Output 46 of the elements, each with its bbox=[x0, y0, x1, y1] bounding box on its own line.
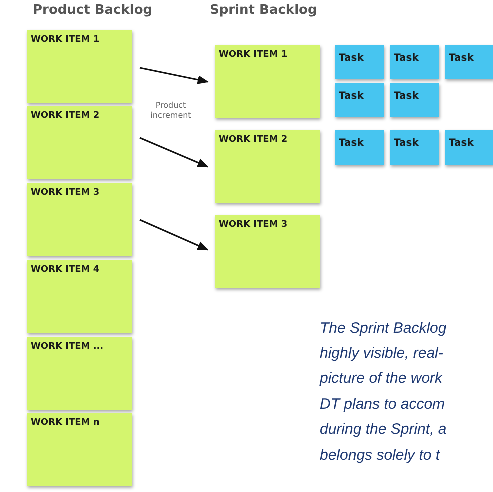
work-item-label: WORK ITEM 4 bbox=[31, 265, 100, 275]
work-item-note bbox=[215, 45, 320, 118]
work-item-note bbox=[215, 215, 320, 288]
task-note bbox=[390, 83, 439, 117]
task-note bbox=[335, 45, 384, 79]
task-label: Task bbox=[394, 53, 419, 64]
note-text: highly visible, real- bbox=[320, 345, 444, 362]
annotation-text: Product increment bbox=[150, 101, 192, 120]
task-note bbox=[445, 45, 493, 79]
column-heading: Sprint Backlog bbox=[210, 3, 318, 18]
work-item-note bbox=[27, 413, 132, 486]
task-label: Task bbox=[449, 138, 474, 149]
arrow bbox=[140, 219, 210, 251]
work-item-label: WORK ITEM 1 bbox=[219, 50, 288, 60]
work-item-note bbox=[27, 30, 132, 103]
task-note bbox=[390, 45, 439, 79]
task-label: Task bbox=[339, 53, 364, 64]
note-text: The Sprint Backlog bbox=[320, 320, 447, 337]
work-item-note bbox=[215, 130, 320, 203]
work-item-label: WORK ITEM ... bbox=[31, 342, 104, 352]
work-item-note bbox=[27, 106, 132, 179]
task-note bbox=[335, 130, 384, 165]
work-item-label: WORK ITEM n bbox=[31, 418, 100, 428]
arrow bbox=[140, 67, 210, 84]
note-text: picture of the work bbox=[320, 370, 443, 387]
task-label: Task bbox=[339, 138, 364, 149]
arrow bbox=[140, 137, 210, 168]
task-note bbox=[390, 130, 439, 165]
work-item-note bbox=[27, 183, 132, 256]
work-item-note bbox=[27, 260, 132, 333]
work-item-label: WORK ITEM 3 bbox=[31, 188, 100, 198]
work-item-label: WORK ITEM 2 bbox=[31, 111, 100, 121]
task-label: Task bbox=[449, 53, 474, 64]
note-text: belongs solely to t bbox=[320, 447, 440, 464]
note-text: DT plans to accom bbox=[320, 396, 446, 413]
task-note bbox=[335, 83, 384, 117]
task-label: Task bbox=[394, 91, 419, 102]
task-note bbox=[445, 130, 493, 165]
work-item-label: WORK ITEM 2 bbox=[219, 135, 288, 145]
work-item-label: WORK ITEM 3 bbox=[219, 220, 288, 230]
work-item-note bbox=[27, 337, 132, 410]
column-heading: Product Backlog bbox=[33, 3, 153, 18]
task-label: Task bbox=[339, 91, 364, 102]
note-text: during the Sprint, a bbox=[320, 421, 447, 438]
task-label: Task bbox=[394, 138, 419, 149]
work-item-label: WORK ITEM 1 bbox=[31, 35, 100, 45]
